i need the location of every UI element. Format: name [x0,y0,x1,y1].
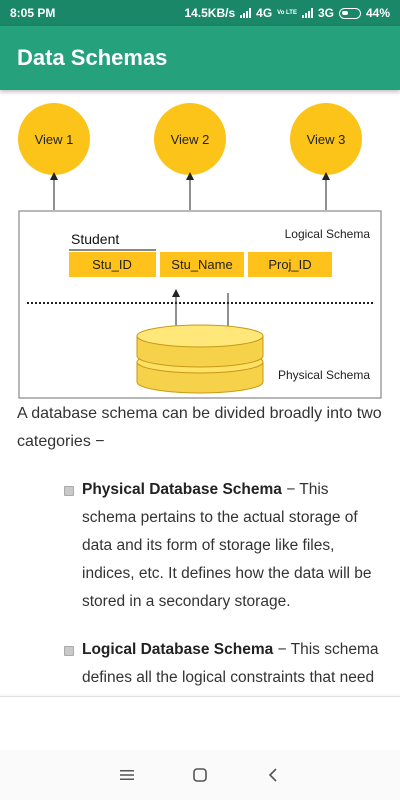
list-item: Physical Database Schema − This schema p… [64,476,383,616]
view-label-3: View 3 [307,132,346,147]
column-label-3: Proj_ID [268,257,311,272]
physical-schema-label: Physical Schema [278,368,370,382]
signal-icon-2 [301,8,313,18]
status-bar: 8:05 PM 14.5KB/s 4G Vo LTE 3G 44% [0,0,400,26]
battery-percent: 44% [365,6,390,20]
table-title: Student [71,231,119,247]
list-item-desc: − This schema defines all the logical co… [82,641,379,686]
menu-button[interactable] [112,760,142,790]
list-item-term: Logical Database Schema [82,641,274,658]
article-content: A database schema can be divided broadly… [0,400,400,696]
database-icon [136,324,264,394]
list-item-desc: − This schema pertains to the actual sto… [82,481,372,610]
list-item: Logical Database Schema − This schema de… [64,636,383,696]
app-bar: Data Schemas [0,26,400,90]
intro-paragraph: A database schema can be divided broadly… [17,405,382,450]
column-label-1: Stu_ID [92,257,132,272]
column-stu-name: Stu_Name [160,252,244,277]
column-proj-id: Proj_ID [248,252,332,277]
back-button[interactable] [258,760,288,790]
logical-schema-label: Logical Schema [285,227,371,241]
view-node-3: View 3 [290,103,362,175]
bullet-icon [64,486,74,496]
column-label-2: Stu_Name [171,257,232,272]
list-item-term: Physical Database Schema [82,481,282,498]
menu-icon [119,770,134,780]
view-label-2: View 2 [171,132,210,147]
view-label-1: View 1 [35,132,74,147]
status-time: 8:05 PM [10,6,56,20]
network-type-1: 4G [256,6,273,20]
back-icon [269,768,277,782]
network-speed: 14.5KB/s [184,6,236,20]
banner-area [0,696,400,746]
battery-icon [338,7,361,19]
schema-category-list: Physical Database Schema − This schema p… [17,476,383,696]
home-button[interactable] [185,760,215,790]
signal-icon [240,8,252,18]
status-icons: 14.5KB/s 4G Vo LTE 3G 44% [184,6,390,20]
schema-diagram: View 1 View 2 View 3 Student Stu_ID Stu_… [0,92,400,402]
volte-indicator: Vo LTE [277,10,297,16]
network-type-2: 3G [317,6,334,20]
system-nav-bar [0,750,400,800]
home-icon [193,768,207,782]
view-node-1: View 1 [18,103,90,175]
column-stu-id: Stu_ID [69,252,156,277]
page-title: Data Schemas [17,45,168,70]
bullet-icon [64,646,74,656]
view-node-2: View 2 [154,103,226,175]
